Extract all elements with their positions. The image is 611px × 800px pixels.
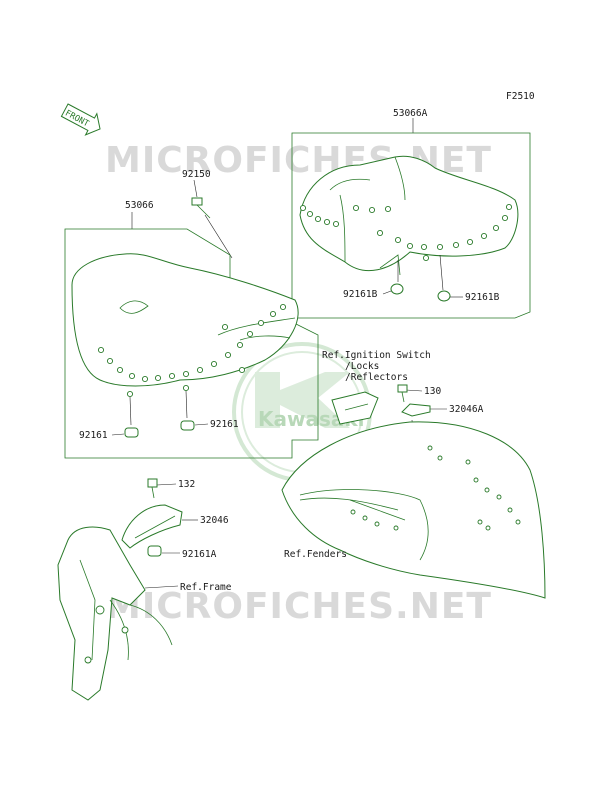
seat-53066-rivets <box>97 303 287 398</box>
rear-fender-drawing <box>281 421 546 599</box>
watermark-bottom: MICROFICHES.NET <box>105 586 492 627</box>
box-53066 <box>64 228 319 459</box>
label-92161B-right: 92161B <box>465 292 500 303</box>
damper-92161-right <box>180 420 195 431</box>
bolt-132-icon <box>147 478 158 499</box>
label-92150: 92150 <box>182 169 211 180</box>
label-53066: 53066 <box>125 200 154 211</box>
damper-92161B-1 <box>390 283 404 295</box>
label-32046: 32046 <box>200 515 229 526</box>
label-92161-left: 92161 <box>79 430 108 441</box>
seat-53066A-rivets <box>299 203 513 262</box>
label-92161A: 92161A <box>182 549 217 560</box>
bolt-130-icon <box>397 384 408 403</box>
label-132: 132 <box>178 479 195 490</box>
damper-92161-left <box>124 427 139 438</box>
ref-locks: /Locks <box>345 361 379 372</box>
ref-frame: Ref.Frame <box>180 582 232 593</box>
front-arrow-icon: FRONT <box>60 103 101 136</box>
bracket-32046A-icon <box>401 403 431 417</box>
ref-fenders: Ref.Fenders <box>284 549 347 560</box>
bracket-32046-icon <box>121 504 183 549</box>
seat-53066-drawing <box>71 253 299 426</box>
label-130: 130 <box>424 386 441 397</box>
label-92161-right: 92161 <box>210 419 239 430</box>
label-53066A: 53066A <box>393 108 428 119</box>
ref-reflectors: /Reflectors <box>345 372 408 383</box>
ref-ignition-switch: Ref.Ignition Switch <box>322 350 431 361</box>
label-32046A: 32046A <box>449 404 484 415</box>
damper-92161A-icon <box>147 545 162 557</box>
ignition-bracket-drawing <box>331 391 379 425</box>
box-53066A <box>291 132 531 319</box>
label-92161B-left: 92161B <box>343 289 378 300</box>
figure-code: F2510 <box>506 91 535 102</box>
damper-92161B-2 <box>437 290 451 302</box>
frame-drawing <box>57 526 173 701</box>
seat-53066A-drawing <box>299 155 519 291</box>
fender-holes <box>350 445 521 531</box>
bolt-92150-icon <box>191 197 211 219</box>
